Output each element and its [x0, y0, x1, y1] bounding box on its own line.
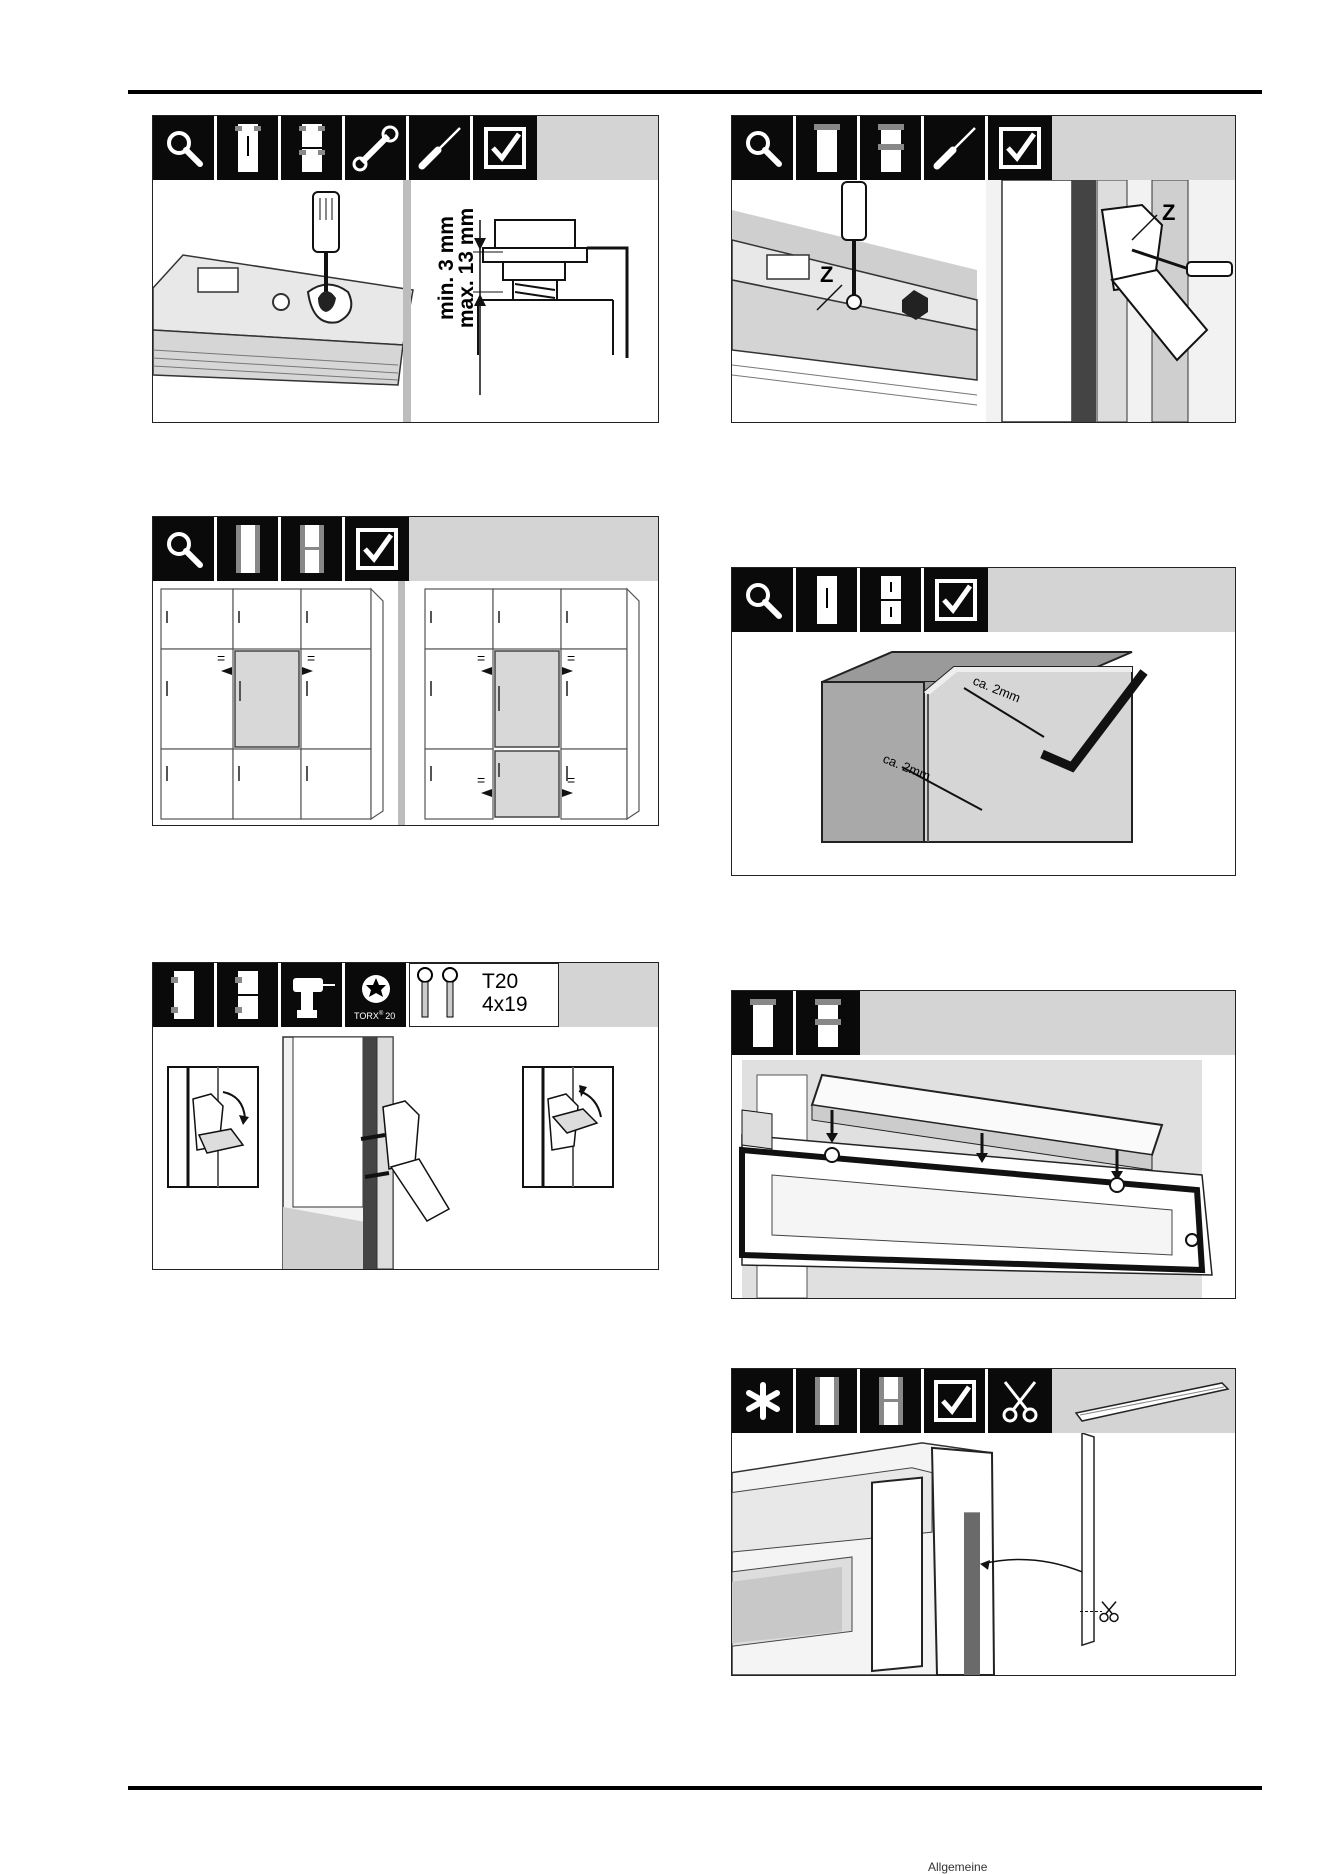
magnifier-icon [732, 568, 796, 632]
door-hinge-icon [217, 517, 281, 581]
footer-rule [128, 1786, 1262, 1790]
door-hinge-icon [796, 116, 860, 180]
two-door-hinge-icon [796, 991, 860, 1055]
icon-strip [732, 991, 860, 1055]
screwdriver-icon [409, 116, 473, 180]
svg-text:TORX®20: TORX®20 [354, 1010, 395, 1021]
drill-icon [281, 963, 345, 1027]
step-panel-cover-strip [731, 1368, 1236, 1676]
step-panel-tighten-hinge: Z Z [731, 115, 1236, 423]
torx-label: TORX [354, 1011, 379, 1021]
step-panel-adjust-height: min. 3 mm max. 13 mm [152, 115, 659, 423]
illustration-screwdriver-adjust: min. 3 mm max. 13 mm [153, 180, 658, 422]
equal-mark: = [567, 650, 575, 666]
magnifier-icon [153, 517, 217, 581]
two-door-hinge-icon [860, 568, 924, 632]
equal-mark: = [567, 772, 575, 788]
icon-strip: TORX®20 T20 4x19 [153, 963, 559, 1027]
icon-strip [732, 1369, 1052, 1433]
illustration-cover-strip [732, 1433, 1235, 1675]
magnifier-icon [153, 116, 217, 180]
scissors-icon [988, 1369, 1052, 1433]
icon-strip [732, 116, 1052, 180]
asterisk-icon [732, 1369, 796, 1433]
wrench-icon [345, 116, 409, 180]
equal-mark: = [477, 772, 485, 788]
icon-strip [153, 116, 537, 180]
two-door-hinge-icon [860, 116, 924, 180]
header-rule [128, 90, 1262, 94]
illustration-gap-check: ca. 2mm ca. 2mm [732, 632, 1235, 875]
step-panel-gap-check: ca. 2mm ca. 2mm [731, 567, 1236, 876]
step-panel-top-trim [731, 990, 1236, 1299]
door-hinge-icon [732, 991, 796, 1055]
torx-icon: TORX®20 [345, 963, 409, 1027]
screw-type: T20 [482, 970, 528, 993]
screws-spec-box: T20 4x19 [409, 963, 559, 1027]
checkbox-icon [473, 116, 537, 180]
equal-mark: = [477, 650, 485, 666]
door-hinge-icon [217, 116, 281, 180]
torx-registered-mark: ® [378, 1010, 383, 1017]
two-door-hinge-icon [217, 963, 281, 1027]
equal-mark: = [307, 650, 315, 666]
screwdriver-icon [924, 116, 988, 180]
checkbox-icon [988, 116, 1052, 180]
z-adjust-label-right: Z [1162, 200, 1175, 225]
trim-strip-icon [1072, 1375, 1232, 1427]
illustration-hinge-screws [153, 1027, 658, 1269]
step-panel-fix-screws: TORX®20 T20 4x19 [152, 962, 659, 1270]
checkbox-icon [924, 568, 988, 632]
door-hinge-icon [153, 963, 217, 1027]
step-panel-door-alignment: = = = = = = [152, 516, 659, 826]
screw-size: 4x19 [482, 993, 528, 1016]
two-door-hinge-icon [281, 517, 345, 581]
checkbox-icon [345, 517, 409, 581]
max-dimension-label: max. 13 mm [455, 208, 478, 328]
two-door-hinge-icon [281, 116, 345, 180]
magnifier-icon [732, 116, 796, 180]
icon-strip [732, 568, 988, 632]
door-hinge-icon [796, 568, 860, 632]
two-door-hinge-icon [860, 1369, 924, 1433]
z-adjust-label-left: Z [820, 262, 833, 287]
icon-strip [153, 517, 409, 581]
checkbox-icon [924, 1369, 988, 1433]
door-hinge-icon [796, 1369, 860, 1433]
screws-icon [410, 965, 470, 1025]
illustration-kitchen-grid: = = = = = = [153, 581, 658, 825]
illustration-z-adjust: Z Z [732, 180, 1235, 422]
illustration-top-trim [732, 1055, 1235, 1298]
torx-size: 20 [385, 1011, 395, 1021]
equal-mark: = [217, 650, 225, 666]
